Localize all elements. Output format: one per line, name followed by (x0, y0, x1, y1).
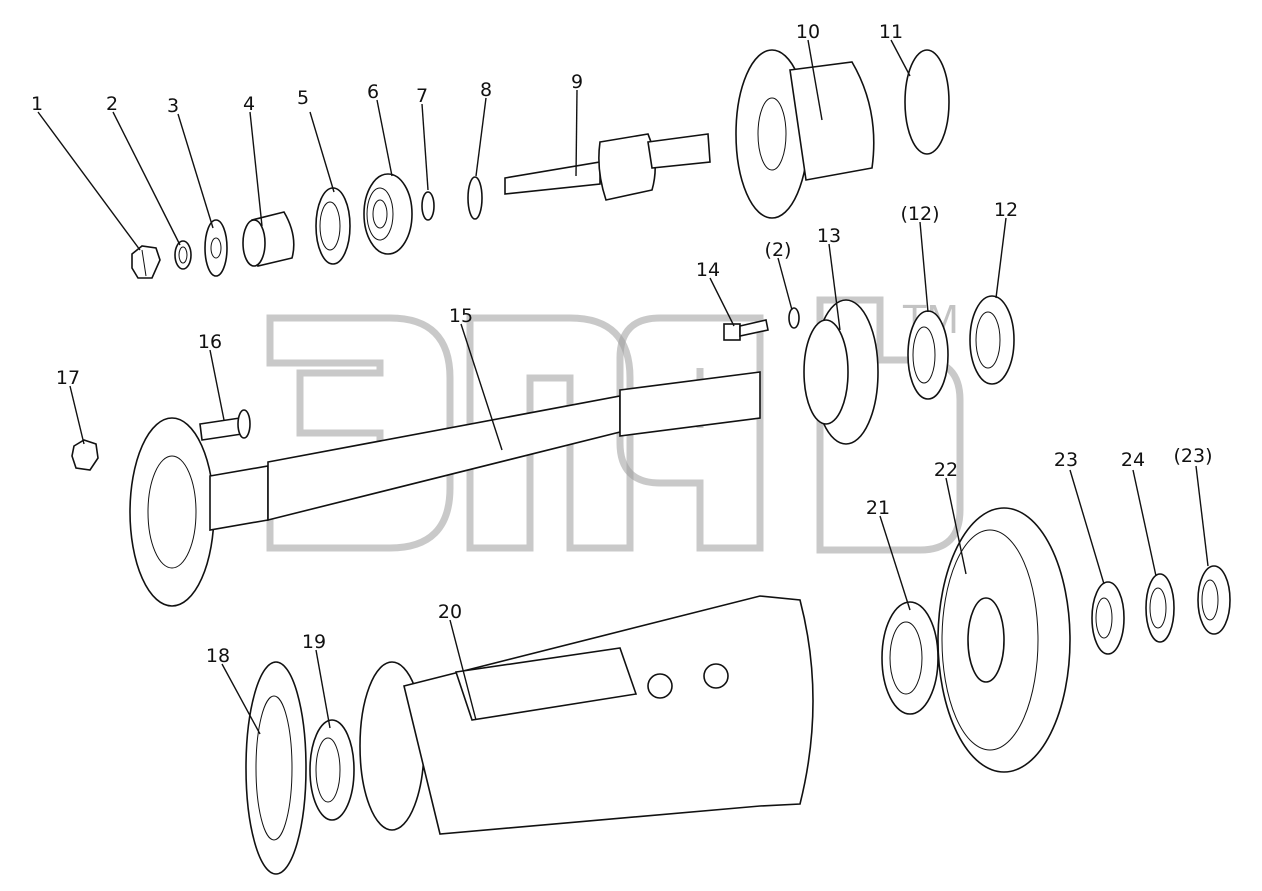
part-5-seal (315, 187, 351, 265)
label-13: 13 (817, 225, 841, 247)
part-16-bolt (199, 409, 251, 441)
label-16: 16 (198, 331, 222, 353)
part-8-snap-ring (467, 176, 483, 220)
part-15-axle-shaft (129, 371, 761, 607)
label-12: 12 (994, 199, 1018, 221)
part-20-axle-housing (359, 595, 814, 835)
part-3-washer (204, 219, 228, 277)
part-13-flange-cap (803, 299, 879, 445)
part-18-gasket (245, 661, 307, 875)
label-23-ref: (23) (1173, 445, 1212, 467)
label-19: 19 (302, 631, 326, 653)
label-5: 5 (297, 87, 309, 109)
label-2: 2 (106, 93, 118, 115)
label-11: 11 (879, 21, 903, 43)
part-6-bearing (363, 173, 413, 255)
label-18: 18 (206, 645, 230, 667)
part-9-splined-shaft (504, 133, 711, 201)
part-22-gear (937, 507, 1071, 773)
part-4-sleeve (242, 211, 295, 267)
label-17: 17 (56, 367, 80, 389)
part-12-seal-b (969, 295, 1015, 385)
part-12-seal (907, 310, 949, 400)
label-2-ref: (2) (765, 239, 792, 261)
part-1-nut (131, 245, 161, 279)
label-10: 10 (796, 21, 820, 43)
part-labels: 1 2 3 4 5 6 7 8 9 10 11 (12) 12 (2) 13 1… (31, 21, 1213, 667)
part-11-o-ring (904, 49, 950, 155)
label-15: 15 (449, 305, 473, 327)
leader-lines (37, 39, 1209, 735)
label-14: 14 (696, 259, 720, 281)
part-2-washer-b (788, 307, 800, 329)
part-24-lock-washer (1145, 573, 1175, 643)
part-2-washer (174, 240, 192, 270)
label-1: 1 (31, 93, 43, 115)
label-23: 23 (1054, 449, 1078, 471)
part-14-bolt (723, 319, 769, 341)
label-6: 6 (367, 81, 379, 103)
label-8: 8 (480, 79, 492, 101)
label-22: 22 (934, 459, 958, 481)
label-4: 4 (243, 93, 255, 115)
label-3: 3 (167, 95, 179, 117)
label-7: 7 (416, 85, 428, 107)
part-17-nut (71, 439, 99, 471)
label-12-ref: (12) (900, 203, 939, 225)
label-20: 20 (438, 601, 462, 623)
part-23-nut (1091, 581, 1125, 655)
part-10-flange-housing (735, 49, 875, 219)
label-9: 9 (571, 71, 583, 93)
part-23-nut-b (1197, 565, 1231, 635)
part-7-ring (421, 191, 435, 221)
part-21-bearing (881, 601, 939, 715)
part-19-bearing (309, 719, 355, 821)
label-21: 21 (866, 497, 890, 519)
label-24: 24 (1121, 449, 1145, 471)
